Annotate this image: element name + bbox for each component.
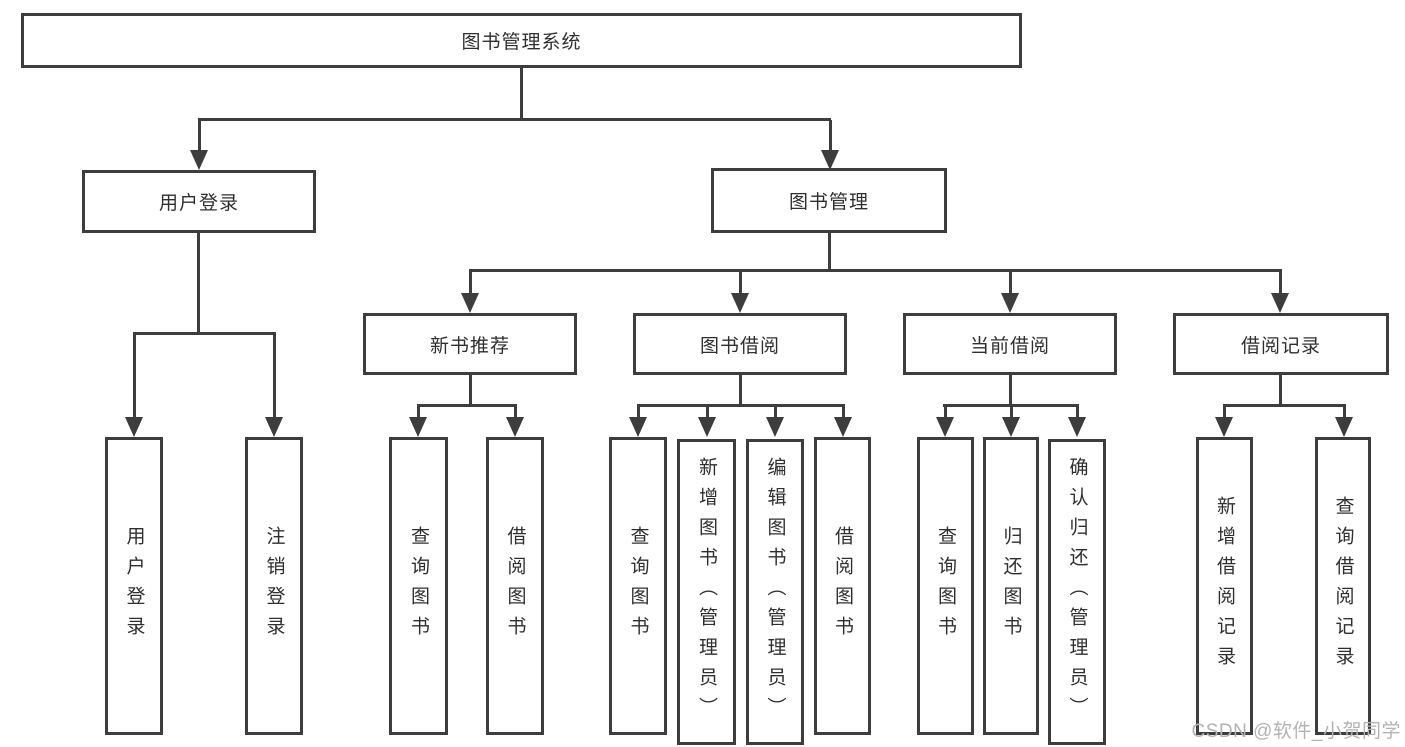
connector-user-login-stem — [197, 233, 200, 335]
connector-new-books-split — [417, 404, 517, 407]
leaf-confirm-return-admin: 确认归还（管理员） — [1048, 439, 1106, 745]
connector-arrow — [409, 407, 427, 437]
leaf-edit-book-admin: 编辑图书（管理员） — [746, 439, 804, 745]
leaf-query-borrow-record: 查询借阅记录 — [1315, 437, 1371, 735]
node-book-borrow: 图书借阅 — [633, 313, 847, 375]
leaf-borrow-books-recommend: 借阅图书 — [486, 437, 544, 735]
connector-book-mgmt-split — [469, 269, 1282, 272]
connector-arrow — [1068, 407, 1086, 437]
leaf-return-book: 归还图书 — [983, 437, 1039, 735]
leaf-query-borrow-record-label: 查询借阅记录 — [1332, 496, 1354, 676]
connector-arrow — [766, 407, 784, 437]
connector-arrow — [1335, 407, 1353, 437]
node-book-management: 图书管理 — [711, 168, 947, 233]
leaf-add-book-admin: 新增图书（管理员） — [677, 439, 736, 745]
connector-root-stem — [520, 68, 523, 120]
leaf-logout: 注销登录 — [245, 437, 303, 735]
connector-arrow-new-books — [461, 271, 479, 313]
connector-book-mgmt-stem — [828, 233, 831, 272]
leaf-user-login: 用户登录 — [105, 437, 163, 735]
node-new-book-recommend-label: 新书推荐 — [429, 335, 510, 357]
leaf-borrow-books-recommend-label: 借阅图书 — [504, 526, 526, 646]
node-book-management-label: 图书管理 — [788, 192, 869, 213]
connector-book-borrow-stem — [739, 375, 742, 407]
leaf-query-books-current: 查询图书 — [917, 437, 974, 735]
leaf-return-book-label: 归还图书 — [1000, 526, 1022, 646]
connector-arrow — [698, 407, 716, 437]
connector-arrow-current-borrow — [1001, 271, 1019, 313]
leaf-add-borrow-record-label: 新增借阅记录 — [1214, 496, 1235, 676]
connector-arrow — [506, 407, 524, 437]
connector-arrow — [629, 407, 647, 437]
leaf-user-login-label: 用户登录 — [123, 526, 145, 646]
connector-arrow — [936, 407, 954, 437]
csdn-watermark: CSDN @软件_小贺同学 — [1191, 721, 1401, 742]
leaf-borrow-books-label: 借阅图书 — [832, 526, 853, 646]
node-book-borrow-label: 图书借阅 — [699, 335, 780, 357]
leaf-query-books-borrow-label: 查询图书 — [627, 526, 649, 646]
leaf-borrow-books: 借阅图书 — [814, 437, 871, 735]
connector-borrow-records-split — [1223, 404, 1346, 407]
connector-current-borrow-split — [943, 404, 1079, 407]
connector-arrow — [1215, 407, 1233, 437]
node-root: 图书管理系统 — [21, 13, 1022, 68]
connector-arrow — [834, 407, 852, 437]
connector-current-borrow-stem — [1009, 375, 1012, 407]
connector-arrow-leaf-logout — [265, 334, 283, 437]
node-root-label: 图书管理系统 — [461, 32, 582, 53]
leaf-add-book-admin-label: 新增图书（管理员） — [696, 457, 717, 727]
leaf-query-books-recommend-label: 查询图书 — [408, 526, 429, 646]
connector-user-login-split — [133, 332, 276, 335]
connector-arrow-book-management — [821, 120, 839, 170]
leaf-query-books-recommend: 查询图书 — [389, 437, 448, 735]
connector-root-split — [198, 118, 831, 121]
connector-arrow-leaf-user-login — [125, 334, 143, 437]
leaf-query-books-borrow: 查询图书 — [609, 437, 667, 735]
leaf-logout-label: 注销登录 — [263, 526, 285, 646]
node-user-login: 用户登录 — [82, 170, 316, 233]
node-new-book-recommend: 新书推荐 — [363, 313, 577, 375]
leaf-edit-book-admin-label: 编辑图书（管理员） — [764, 457, 786, 727]
node-current-borrow-label: 当前借阅 — [969, 335, 1050, 357]
connector-borrow-records-stem — [1279, 375, 1282, 407]
leaf-confirm-return-admin-label: 确认归还（管理员） — [1066, 457, 1088, 727]
leaf-add-borrow-record: 新增借阅记录 — [1196, 437, 1253, 735]
connector-new-books-stem — [469, 375, 472, 407]
node-borrow-records-label: 借阅记录 — [1240, 335, 1321, 357]
connector-arrow — [1002, 407, 1020, 437]
node-current-borrow: 当前借阅 — [903, 313, 1117, 375]
node-borrow-records: 借阅记录 — [1173, 313, 1389, 375]
leaf-query-books-current-label: 查询图书 — [935, 526, 956, 646]
connector-arrow-borrow-records — [1271, 271, 1289, 313]
connector-arrow-user-login — [190, 120, 208, 170]
connector-book-borrow-split — [637, 404, 845, 407]
node-user-login-label: 用户登录 — [158, 193, 239, 214]
connector-arrow-book-borrow — [731, 271, 749, 313]
